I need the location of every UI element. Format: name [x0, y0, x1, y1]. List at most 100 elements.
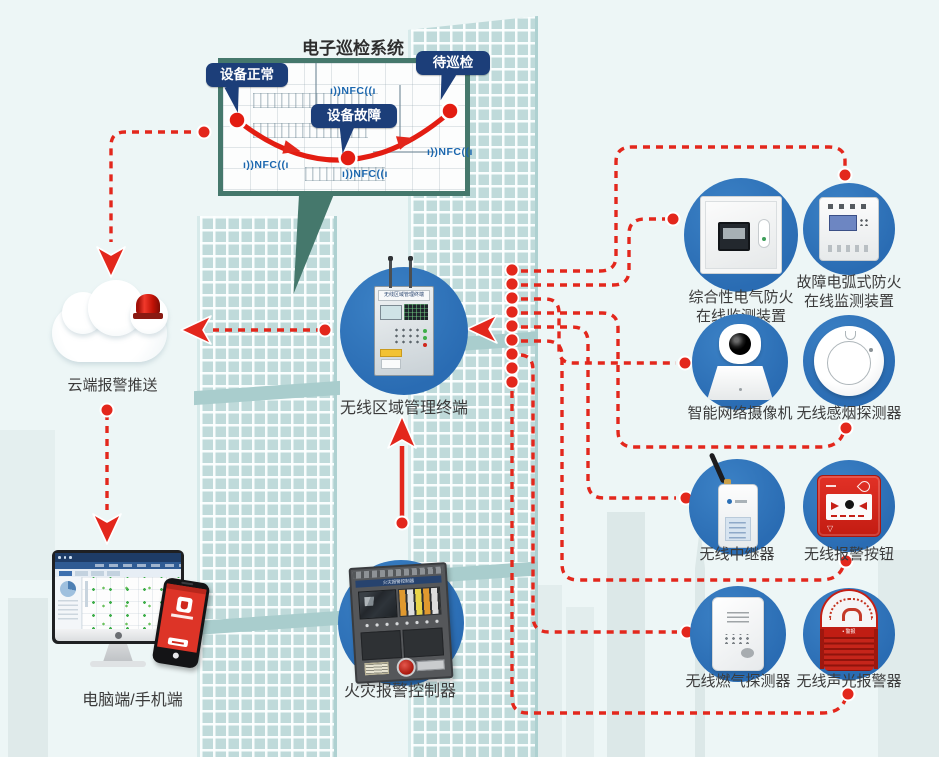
sound-light-alarm-icon: • 警报 [820, 589, 878, 675]
controller-label-sticker [364, 661, 390, 676]
bubble-device-fault: 设备故障 [311, 104, 397, 128]
device-circle-sound-light-alarm: • 警报 [803, 588, 895, 680]
nfc-tag: ı))NFC((ı [427, 146, 473, 158]
status-led [727, 499, 732, 504]
device-detail [827, 341, 871, 385]
dashboard-sidebar [55, 577, 82, 629]
gas-detector-icon [712, 597, 764, 671]
bubble-pending-inspection: 待巡检 [416, 51, 490, 75]
status-led [423, 343, 427, 347]
arrow-right-icon [831, 502, 839, 510]
phone-screen [157, 583, 207, 653]
label-line: 综合性电气防火 [688, 289, 794, 306]
device-circle-smoke-detector [803, 315, 895, 407]
skyline-silhouette [607, 512, 645, 757]
floorplan-wall [315, 63, 317, 109]
sidebar-rows [58, 600, 78, 622]
network-camera-icon [705, 324, 775, 400]
device-button [741, 648, 754, 658]
alarm-beacon-icon [133, 294, 163, 319]
terminal-device: 无线区域管理终端 [374, 256, 434, 376]
dashboard-navbar [55, 562, 181, 569]
device-detail [735, 500, 747, 503]
electrical-fire-monitor-icon [700, 196, 782, 274]
skyline-silhouette [0, 430, 55, 580]
phone-app-button [167, 637, 189, 648]
controller-circle: 火灾报警控制器 [338, 560, 464, 686]
device-detail [845, 331, 856, 340]
terminal-label: 无线区域管理终端 [339, 400, 468, 417]
skyline-silhouette [8, 598, 48, 757]
device-detail [826, 485, 836, 487]
nfc-tag: ı))NFC((ı [342, 168, 388, 180]
bubble-device-normal: 设备正常 [206, 63, 288, 87]
building-band [194, 610, 340, 636]
status-led [423, 329, 427, 333]
floorplan-wall [373, 151, 435, 153]
device-detail [859, 218, 869, 226]
device-detail [831, 515, 867, 517]
device-circle-network-camera [692, 314, 788, 410]
device-detail [874, 629, 878, 669]
label-line: 在线监测装置 [803, 293, 894, 310]
wireless-repeater-icon [707, 452, 767, 548]
phone-home-button [172, 652, 180, 660]
label-smoke-detector: 无线感烟探测器 [796, 405, 902, 422]
controller-display [358, 589, 398, 620]
device-tag [381, 359, 401, 369]
device-circle-alarm-button: ▽ [803, 460, 895, 552]
phone-statusbar [166, 583, 207, 595]
building-band [194, 380, 340, 406]
dashboard-header [55, 553, 181, 562]
map-slider [85, 581, 88, 607]
controller-subpanel [360, 630, 403, 661]
arc-fault-monitor-icon [819, 197, 879, 261]
arrow-left-icon [859, 502, 867, 510]
client-label: 电脑端/手机端 [82, 692, 183, 709]
press-point [845, 500, 854, 509]
building-tower-left [194, 216, 340, 757]
device-detail: ▽ [827, 524, 834, 533]
device-detail: • 警报 [820, 627, 878, 637]
device-circle-wireless-repeater [689, 452, 785, 555]
device-circle-gas-detector [690, 586, 786, 682]
terminal-lcd [380, 305, 402, 320]
controller-subpanel [402, 627, 445, 658]
pie-chart-icon [60, 581, 76, 597]
device-screen [829, 215, 857, 231]
camera-body [707, 366, 773, 400]
siren-dome [820, 589, 878, 627]
device-detail [842, 608, 862, 621]
floorplan-wall [399, 85, 401, 145]
nfc-tag: ı))NFC((ı [243, 159, 289, 171]
antenna-icon [408, 256, 412, 288]
controller-keypad [397, 586, 442, 618]
fire-alarm-controller-device: 火灾报警控制器 [348, 562, 454, 684]
device-detail [828, 204, 870, 209]
controller-red-button [396, 657, 417, 678]
label-sound-light-alarm: 无线声光报警器 [796, 673, 902, 690]
device-screen [718, 222, 750, 251]
label-alarm-button: 无线报警按钮 [803, 546, 894, 563]
device-detail [725, 517, 751, 541]
bubble-tail [336, 125, 355, 155]
cloud [52, 278, 172, 368]
terminal-keypad [393, 327, 423, 345]
smoke-detector-icon [814, 326, 884, 396]
phone-text-line [170, 613, 194, 620]
flame-icon [856, 478, 873, 495]
warning-sticker [380, 349, 402, 357]
phone-speaker [181, 581, 194, 586]
dashboard-tabs [55, 569, 181, 577]
label-arc-fault-monitor: 故障电弧式防火 在线监测装置 [764, 273, 934, 311]
camera-head [719, 324, 761, 364]
device-circle-arc-fault-monitor [803, 183, 895, 275]
controller-label: 火灾报警控制器 [343, 683, 456, 700]
inspection-system-title: 电子巡检系统 [302, 39, 404, 58]
brand-logo-icon [114, 631, 122, 639]
siren-grille [824, 637, 874, 671]
controller-key-switch [416, 659, 445, 672]
device-body [718, 484, 758, 548]
device-detail [826, 494, 872, 520]
